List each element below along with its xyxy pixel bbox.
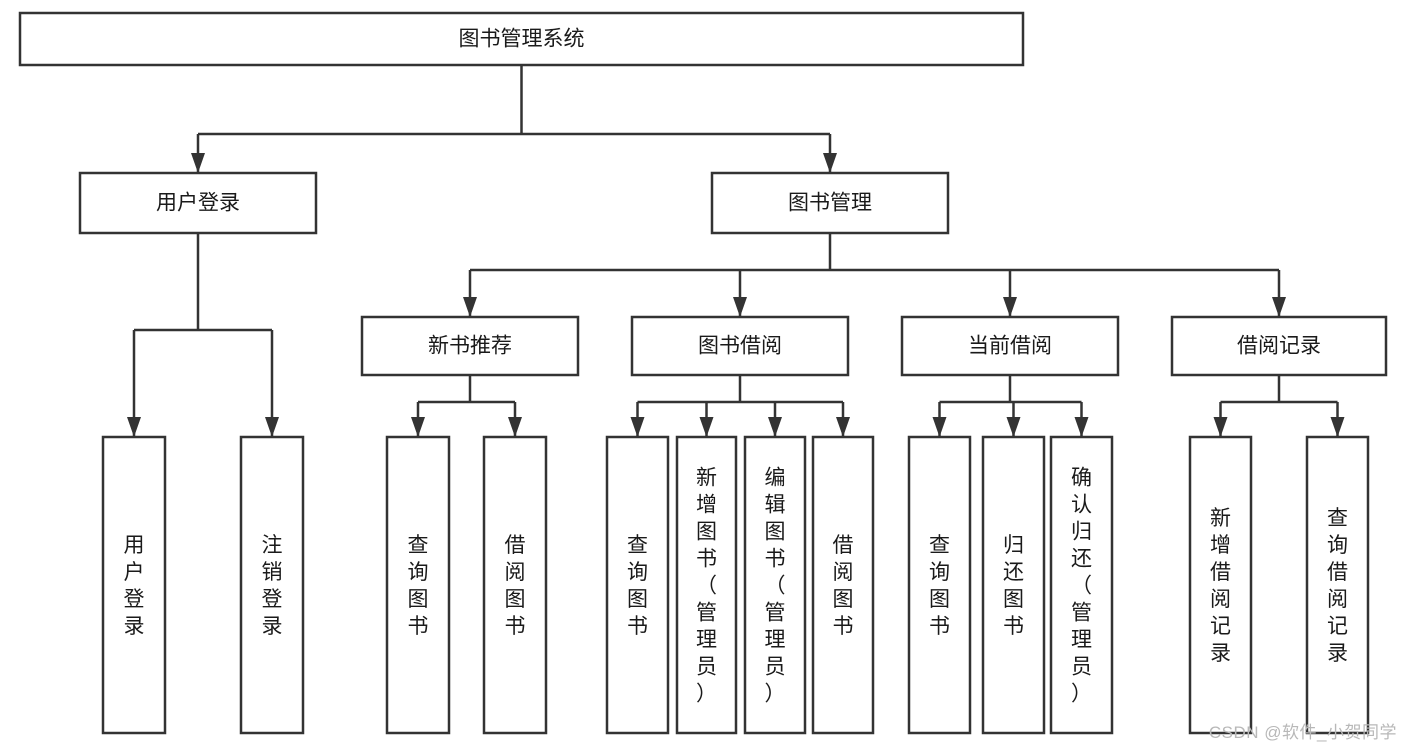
node-box-leaf-logout — [239, 435, 305, 735]
connector-layer — [127, 65, 1345, 437]
node-box-leaf-query-book-1 — [385, 435, 451, 735]
node-bookmgmt[interactable]: 图书管理 — [710, 171, 950, 235]
node-leaf-add-book[interactable]: 新增图书（管理员） — [675, 435, 738, 735]
node-label-records: 借阅记录 — [1237, 335, 1321, 358]
node-box-leaf-return-book — [981, 435, 1046, 735]
node-leaf-query-book-1[interactable]: 查询图书 — [385, 435, 451, 735]
node-leaf-add-record[interactable]: 新增借阅记录 — [1188, 435, 1253, 735]
node-label-leaf-add-book: 新增图书（管理员） — [696, 467, 717, 706]
node-box-leaf-query-record — [1305, 435, 1370, 735]
node-leaf-query-book-2[interactable]: 查询图书 — [605, 435, 670, 735]
node-box-leaf-borrow-book-1 — [482, 435, 548, 735]
node-box-leaf-query-book-2 — [605, 435, 670, 735]
node-label-leaf-confirm-return: 确认归还（管理员） — [1071, 467, 1092, 706]
node-box-records — [1170, 315, 1388, 377]
node-box-root — [18, 11, 1025, 67]
node-label-leaf-add-record: 新增借阅记录 — [1210, 507, 1231, 665]
node-root[interactable]: 图书管理系统 — [18, 11, 1025, 67]
node-label-leaf-return-book: 归还图书 — [1003, 534, 1024, 638]
node-label-newbook: 新书推荐 — [428, 335, 512, 358]
node-leaf-edit-book[interactable]: 编辑图书（管理员） — [743, 435, 807, 735]
node-box-leaf-query-book-3 — [907, 435, 972, 735]
node-label-leaf-logout: 注销登录 — [262, 534, 283, 638]
node-login[interactable]: 用户登录 — [78, 171, 318, 235]
node-leaf-query-record[interactable]: 查询借阅记录 — [1305, 435, 1370, 735]
node-borrow[interactable]: 图书借阅 — [630, 315, 850, 377]
node-label-login: 用户登录 — [156, 192, 240, 215]
node-label-leaf-query-book-2: 查询图书 — [627, 534, 648, 638]
node-newbook[interactable]: 新书推荐 — [360, 315, 580, 377]
node-label-leaf-query-book-1: 查询图书 — [408, 534, 429, 638]
node-leaf-query-book-3[interactable]: 查询图书 — [907, 435, 972, 735]
node-leaf-borrow-book-2[interactable]: 借阅图书 — [811, 435, 875, 735]
node-label-bookmgmt: 图书管理 — [788, 192, 872, 215]
node-box-leaf-borrow-book-2 — [811, 435, 875, 735]
node-label-leaf-query-record: 查询借阅记录 — [1327, 507, 1348, 665]
node-box-leaf-add-record — [1188, 435, 1253, 735]
node-box-leaf-user-login — [101, 435, 167, 735]
node-label-root: 图书管理系统 — [459, 28, 585, 51]
node-label-borrow: 图书借阅 — [698, 335, 782, 358]
node-label-current: 当前借阅 — [968, 335, 1052, 358]
node-box-leaf-add-book — [675, 435, 738, 735]
node-records[interactable]: 借阅记录 — [1170, 315, 1388, 377]
node-label-leaf-edit-book: 编辑图书（管理员） — [765, 467, 786, 706]
node-box-newbook — [360, 315, 580, 377]
node-leaf-confirm-return[interactable]: 确认归还（管理员） — [1049, 435, 1114, 735]
node-box-leaf-edit-book — [743, 435, 807, 735]
node-label-leaf-user-login: 用户登录 — [124, 534, 145, 638]
node-leaf-return-book[interactable]: 归还图书 — [981, 435, 1046, 735]
node-box-borrow — [630, 315, 850, 377]
node-label-leaf-query-book-3: 查询图书 — [929, 534, 950, 638]
node-label-leaf-borrow-book-1: 借阅图书 — [505, 534, 526, 638]
node-box-current — [900, 315, 1120, 377]
node-box-login — [78, 171, 318, 235]
node-current[interactable]: 当前借阅 — [900, 315, 1120, 377]
node-box-leaf-confirm-return — [1049, 435, 1114, 735]
node-layer: 图书管理系统用户登录图书管理新书推荐图书借阅当前借阅借阅记录用户登录注销登录查询… — [18, 11, 1388, 735]
node-leaf-user-login[interactable]: 用户登录 — [101, 435, 167, 735]
node-label-leaf-borrow-book-2: 借阅图书 — [833, 534, 854, 638]
node-leaf-logout[interactable]: 注销登录 — [239, 435, 305, 735]
node-box-bookmgmt — [710, 171, 950, 235]
watermark-label: CSDN @软件_小贺同学 — [1208, 723, 1397, 742]
node-leaf-borrow-book-1[interactable]: 借阅图书 — [482, 435, 548, 735]
